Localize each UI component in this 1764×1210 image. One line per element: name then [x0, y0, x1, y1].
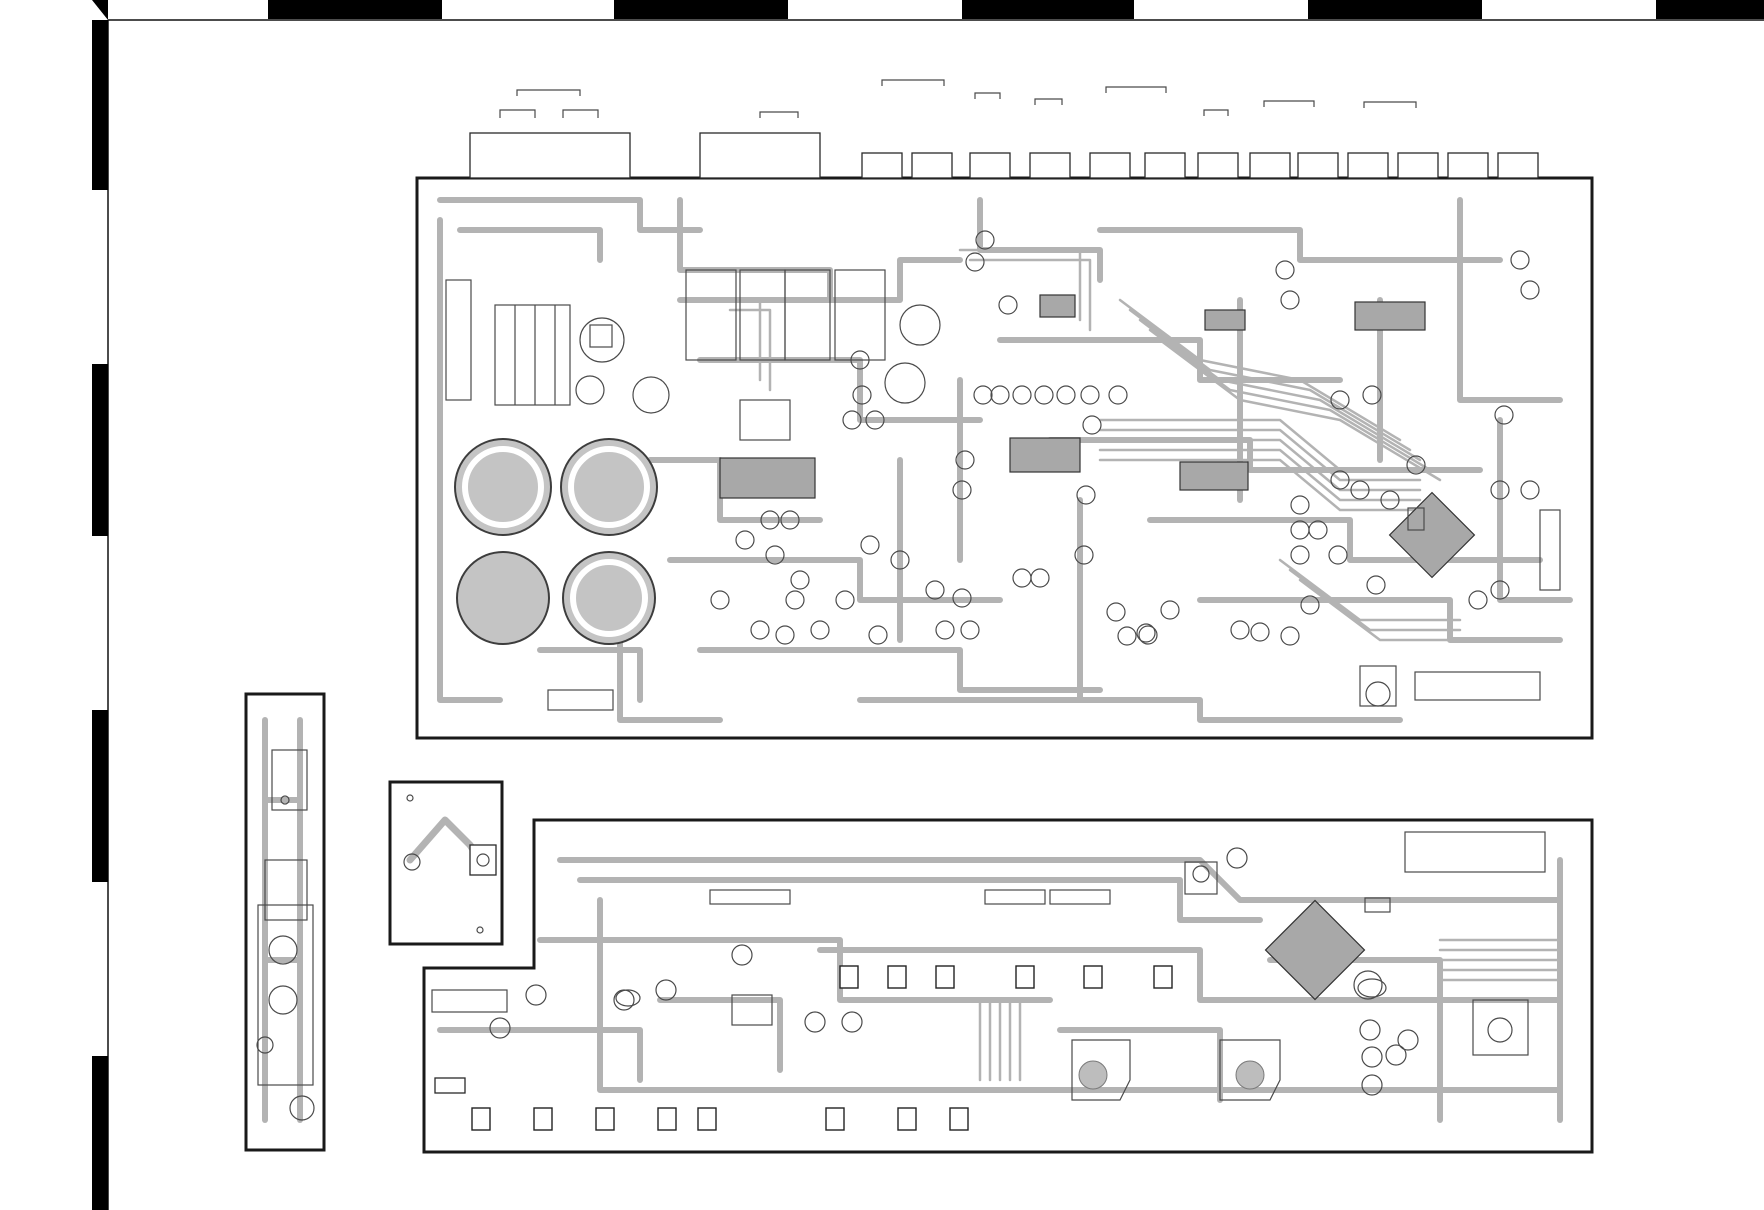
front-panel-ics	[431, 831, 1546, 1094]
main-board-fine-traces	[718, 248, 1462, 642]
power-section	[445, 279, 670, 414]
front-panel-transistors	[489, 847, 1419, 1096]
frame-markers	[92, 0, 1764, 1210]
small-square-board	[388, 780, 504, 946]
main-board-ics	[1009, 294, 1561, 591]
front-panel-board	[422, 818, 1594, 1154]
main-filter-capacitors	[454, 438, 658, 645]
main-board-headers	[547, 665, 1541, 711]
relays	[685, 269, 941, 499]
tact-switches	[471, 965, 1173, 1131]
front-panel-traces	[437, 857, 1563, 1123]
rotary-controls	[1071, 970, 1383, 1101]
left-strip-board	[244, 692, 326, 1152]
top-connectors	[469, 79, 1539, 179]
main-board	[415, 79, 1594, 740]
main-board-small-parts	[710, 230, 1540, 646]
